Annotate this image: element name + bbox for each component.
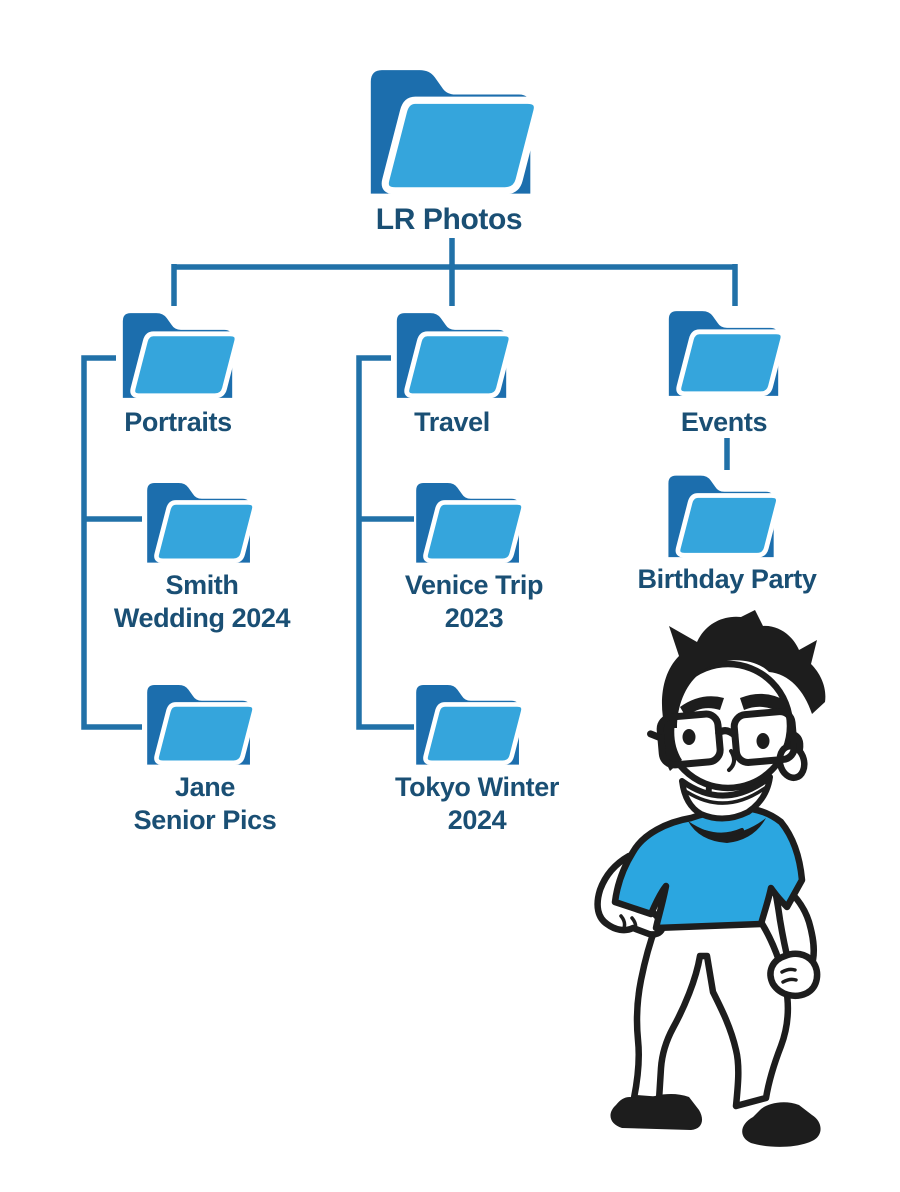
folder-icon-portraits (112, 304, 245, 403)
folder-icon-smith-wedding (137, 472, 262, 570)
folder-icon-events (658, 302, 791, 401)
folder-label-lr-photos: LR Photos (375, 203, 523, 236)
mascot-right-shoe (742, 1102, 821, 1147)
mascot-hair (661, 610, 826, 728)
folder-label-travel: Travel (414, 407, 490, 437)
mascot-glasses (647, 708, 804, 769)
mascot-pants (630, 918, 792, 1110)
folder-icon-birthday-party (658, 466, 786, 563)
folder-icon-jane-senior (137, 674, 262, 772)
mascot-collar (688, 818, 766, 843)
folder-icon-travel (386, 304, 519, 403)
folder-label-smith-wedding: Smith Wedding 2024 (113, 570, 291, 633)
folder-label-portraits: Portraits (124, 407, 232, 437)
folder-icon-lr-photos (355, 57, 549, 201)
folder-label-venice-trip: Venice Trip 2023 (404, 570, 544, 633)
folder-label-jane-senior: Jane Senior Pics (133, 772, 277, 835)
folder-label-tokyo-winter: Tokyo Winter 2024 (395, 772, 559, 835)
folder-label-events: Events (680, 407, 768, 437)
mascot-nose (727, 749, 736, 772)
mascot-shirt (611, 804, 806, 932)
mascot-illustration (594, 610, 826, 1147)
mascot-ear (776, 742, 808, 782)
folder-icon-tokyo-winter (406, 674, 531, 772)
mascot-smile (679, 774, 773, 822)
mascot-left-shoe (610, 1093, 703, 1130)
mascot-left-eye (682, 729, 696, 745)
mascot-right-eye (756, 733, 770, 749)
mascot-right-fist (767, 950, 821, 999)
folder-label-birthday-party: Birthday Party (637, 564, 817, 594)
folder-icon-venice-trip (406, 472, 531, 570)
